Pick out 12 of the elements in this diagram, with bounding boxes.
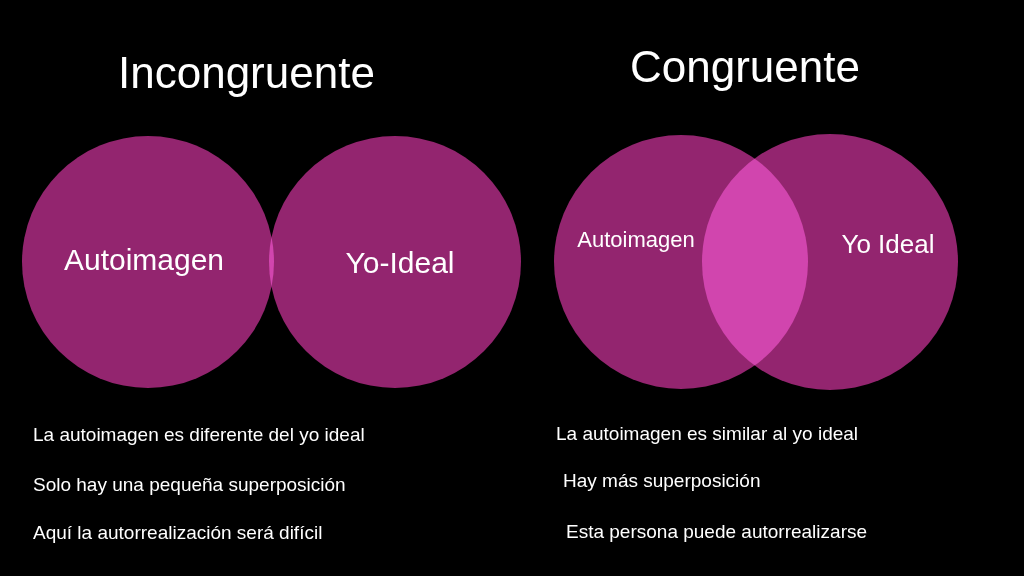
statement-text: La autoimagen es similar al yo ideal bbox=[556, 423, 859, 445]
circle-label: Yo-Ideal bbox=[345, 246, 455, 280]
statement-text: Hay más superposición bbox=[563, 470, 761, 492]
section-title: Incongruente bbox=[118, 48, 375, 98]
section-title: Congruente bbox=[630, 42, 860, 92]
statement-text: Solo hay una pequeña superposición bbox=[33, 474, 346, 496]
statement-text: Esta persona puede autorrealizarse bbox=[566, 521, 868, 543]
statement-text: La autoimagen es diferente del yo ideal bbox=[33, 424, 365, 446]
circle-label: Autoimagen bbox=[577, 227, 695, 253]
statement-text: Aquí la autorrealización será difícil bbox=[33, 522, 323, 544]
circle-label: Autoimagen bbox=[63, 243, 225, 277]
circle-label: Yo Ideal bbox=[841, 228, 935, 260]
